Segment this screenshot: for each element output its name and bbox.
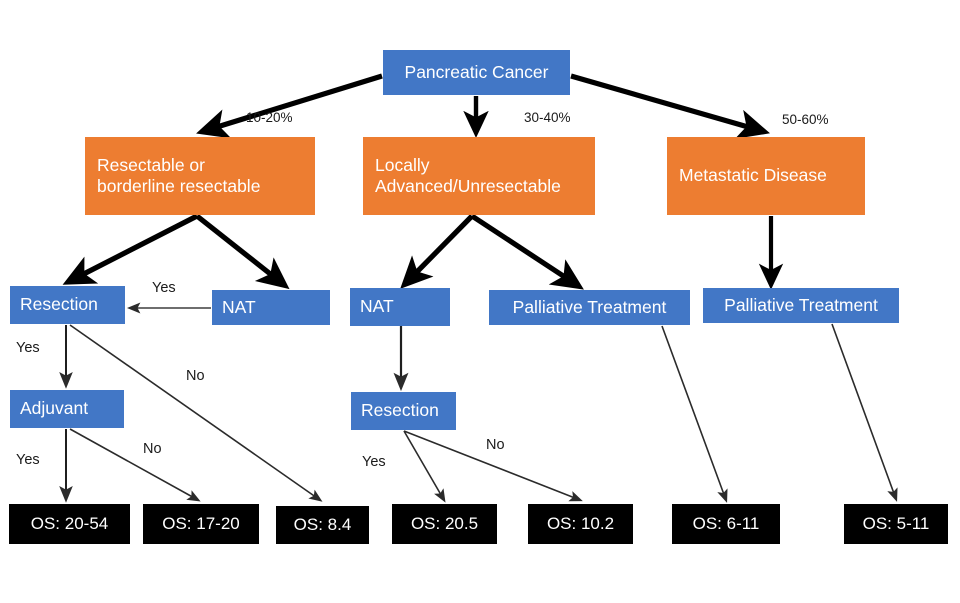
- node-nat-resectable[interactable]: NAT: [212, 290, 330, 325]
- edge-label-yes-resection-to-adjuvant: Yes: [16, 340, 40, 356]
- node-metastatic-disease[interactable]: Metastatic Disease: [667, 137, 865, 215]
- node-palliative-treatment-locally-advanced[interactable]: Palliative Treatment: [489, 290, 690, 325]
- node-nat-locally-advanced[interactable]: NAT: [350, 288, 450, 326]
- outcome-os-20-54[interactable]: OS: 20-54: [9, 504, 130, 544]
- node-locally-advanced-unresectable[interactable]: Locally Advanced/Unresectable: [363, 137, 595, 215]
- edge-label-text: No: [486, 437, 505, 453]
- node-label: Resection: [20, 294, 98, 315]
- edge-locally-to-palliative1: [470, 213, 584, 290]
- edge-palliative1-to-os611: [661, 325, 728, 503]
- edge-label-text: No: [186, 368, 205, 384]
- node-label: Adjuvant: [20, 398, 89, 419]
- edge-resectable-to-resection1: [62, 213, 199, 285]
- outcome-label: OS: 8.4: [293, 514, 352, 534]
- outcome-os-20-5[interactable]: OS: 20.5: [392, 504, 497, 544]
- outcome-label: OS: 17-20: [162, 513, 240, 533]
- node-label: NAT: [360, 296, 394, 317]
- edge-label-percent-50-60: 50-60%: [782, 112, 829, 127]
- node-adjuvant[interactable]: Adjuvant: [10, 390, 124, 428]
- edge-label-text: Yes: [152, 280, 176, 296]
- edge-label-yes-nat-to-resection: Yes: [152, 280, 176, 296]
- outcome-label: OS: 20.5: [410, 513, 479, 533]
- outcome-os-5-11[interactable]: OS: 5-11: [844, 504, 948, 544]
- node-resection-after-nat[interactable]: Resection: [351, 392, 456, 430]
- node-pancreatic-cancer[interactable]: Pancreatic Cancer: [383, 50, 570, 95]
- edge-label-percent-10-20: 10-20%: [246, 110, 293, 125]
- edge-label-text: Yes: [16, 452, 40, 468]
- edge-label-text: Yes: [362, 454, 386, 470]
- outcome-os-17-20[interactable]: OS: 17-20: [143, 504, 259, 544]
- node-resectable-or-borderline-resectable[interactable]: Resectable or borderline resectable: [85, 137, 315, 215]
- edge-label-yes-resection2-to-os205: Yes: [362, 454, 386, 470]
- node-resection-upfront[interactable]: Resection: [10, 286, 125, 324]
- outcome-label: OS: 5-11: [862, 513, 930, 533]
- node-label: Metastatic Disease: [679, 165, 827, 186]
- outcome-os-8-4[interactable]: OS: 8.4: [276, 506, 369, 544]
- edge-label-percent-30-40: 30-40%: [524, 110, 571, 125]
- outcome-os-6-11[interactable]: OS: 6-11: [672, 504, 780, 544]
- node-label: Resection: [361, 400, 439, 421]
- edge-label-text: 50-60%: [782, 112, 829, 127]
- edge-label-text: Yes: [16, 340, 40, 356]
- edge-label-text: No: [143, 441, 162, 457]
- edge-adjuvant-to-os1720: [69, 428, 201, 502]
- node-label: NAT: [222, 296, 256, 317]
- edge-root-to-resectable: [196, 73, 383, 139]
- edge-resectable-to-nat1: [195, 213, 290, 290]
- node-palliative-treatment-metastatic[interactable]: Palliative Treatment: [703, 288, 899, 323]
- edge-root-to-metastatic: [570, 73, 770, 139]
- edge-label-no-adjuvant-to-os1720: No: [143, 441, 162, 457]
- outcome-label: OS: 20-54: [30, 513, 109, 533]
- node-label: Palliative Treatment: [724, 294, 878, 315]
- edge-palliative2-to-os511: [831, 323, 898, 502]
- edge-label-text: 10-20%: [246, 110, 293, 125]
- edge-locally-to-nat2: [400, 214, 474, 289]
- node-label: Resectable or borderline resectable: [97, 154, 261, 196]
- node-label: Pancreatic Cancer: [404, 61, 549, 82]
- edge-label-no-resection2-to-os102: No: [486, 437, 505, 453]
- edge-label-no-resection-to-os84: No: [186, 368, 205, 384]
- outcome-os-10-2[interactable]: OS: 10.2: [528, 504, 633, 544]
- edge-label-text: 30-40%: [524, 110, 571, 125]
- edge-resection2-to-os205: [403, 430, 446, 503]
- node-label: Palliative Treatment: [512, 296, 667, 317]
- edge-label-yes-adjuvant-to-os2054: Yes: [16, 452, 40, 468]
- outcome-label: OS: 6-11: [692, 513, 760, 533]
- node-label: Locally Advanced/Unresectable: [375, 154, 561, 196]
- outcome-label: OS: 10.2: [546, 513, 615, 533]
